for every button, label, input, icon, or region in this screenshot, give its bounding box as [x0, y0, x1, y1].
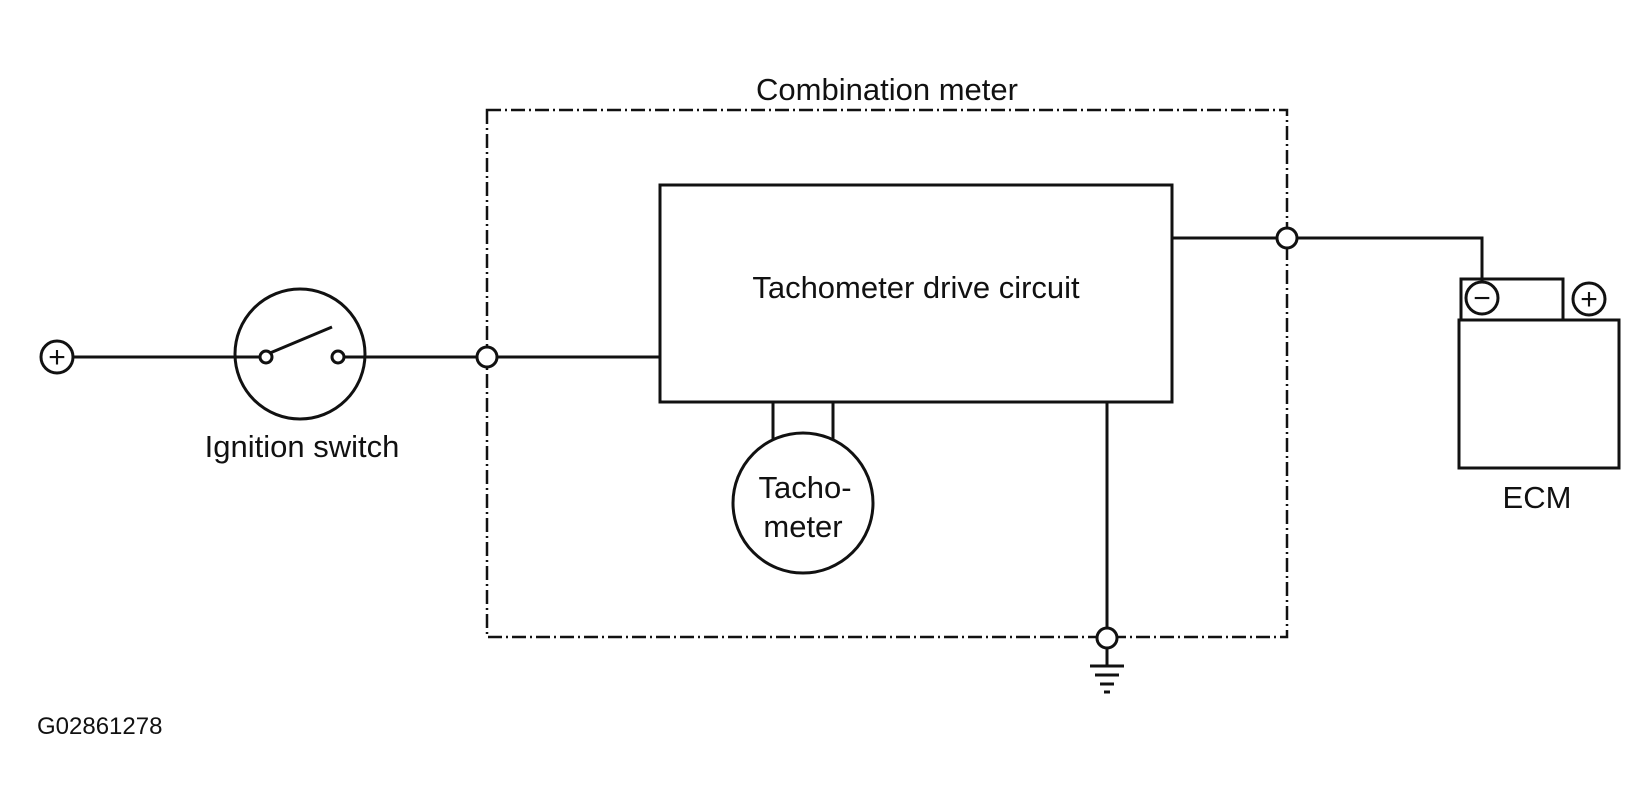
battery-positive-terminal: +	[39, 339, 75, 375]
ecm-unit	[1457, 277, 1621, 470]
meter-input-connector	[475, 345, 499, 369]
ecm-negative-terminal: −	[1464, 280, 1500, 316]
meter-output-connector	[1275, 226, 1299, 250]
tachometer-label-line2: meter	[763, 509, 842, 544]
tachometer-gauge	[731, 431, 875, 575]
ignition-switch-label: Ignition switch	[205, 429, 400, 464]
combination-meter-enclosure	[485, 108, 1289, 639]
figure-id: G02861278	[37, 713, 162, 740]
battery-positive-symbol: +	[48, 341, 66, 374]
wire-meter-to-ecm	[1297, 236, 1484, 282]
tachometer-label-line1: Tacho-	[758, 470, 851, 505]
ecm-label: ECM	[1503, 480, 1572, 515]
ecm-positive-symbol: +	[1580, 283, 1598, 316]
tachometer-drive-circuit-box	[658, 183, 1174, 404]
ecm-negative-symbol: −	[1473, 282, 1491, 315]
combination-meter-label: Combination meter	[756, 72, 1018, 107]
ignition-switch	[233, 287, 367, 421]
ground-connector	[1095, 626, 1119, 650]
ecm-positive-terminal: +	[1571, 281, 1607, 317]
ground-symbol	[1090, 648, 1124, 694]
tachometer-drive-circuit-label: Tachometer drive circuit	[752, 270, 1080, 305]
